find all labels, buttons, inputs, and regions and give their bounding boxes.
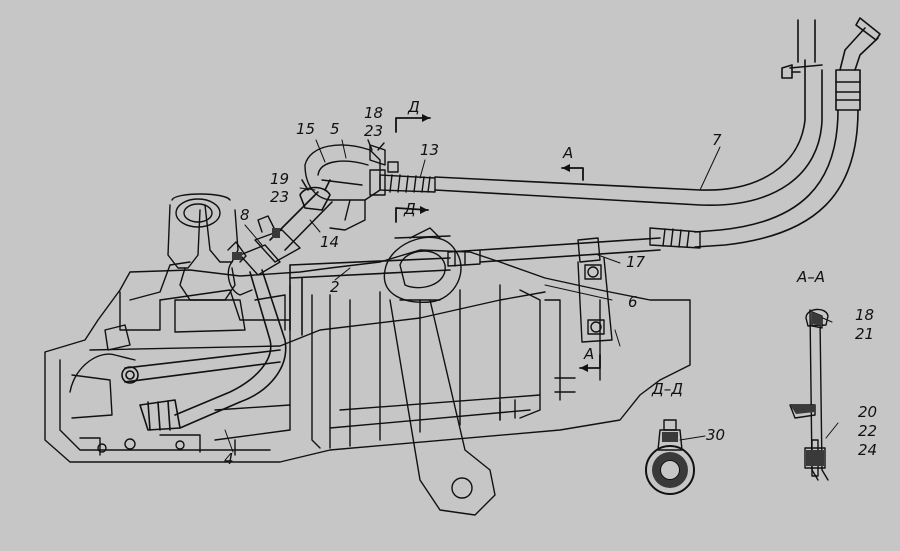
callout-18-aa: 18 [855,306,875,324]
pitman-arm [383,227,496,516]
view-title-dd: Д–Д [652,380,683,398]
hose-coupling-right [447,227,701,267]
callout-20: 20 [858,403,878,421]
view-title-aa: А–А [797,268,826,286]
callout-14: 14 [320,233,340,251]
pipe-2 [289,237,661,336]
callout-8: 8 [240,206,250,224]
callout-21: 21 [855,325,875,343]
steering-gear-housing [44,249,691,463]
callout-17: 17 [626,253,646,271]
callout-4: 4 [224,450,234,468]
callout-6: 6 [628,293,638,311]
pipe-outer [694,17,881,248]
callout-5: 5 [330,120,340,138]
dark-fills [232,228,824,488]
callout-23-lower: 23 [270,188,290,206]
callout-7: 7 [712,131,722,149]
elbow-5 [304,139,399,231]
section-mark-d-bottom: Д [404,200,416,218]
callout-30: 30 [706,426,726,444]
pipe-7 [434,19,823,206]
callout-24: 24 [858,441,878,459]
callout-2: 2 [330,278,340,296]
callout-19: 19 [270,170,290,188]
pipe-4 [121,269,287,431]
callout-22: 22 [858,422,878,440]
section-mark-a-top: А [563,144,574,162]
leader-lines [224,139,839,453]
callout-18: 18 [364,104,384,122]
section-mark-a-bottom: А [584,345,595,363]
callout-15: 15 [296,120,316,138]
callout-13: 13 [420,141,440,159]
section-mark-d-top: Д [408,98,420,116]
callout-23-upper: 23 [364,122,384,140]
